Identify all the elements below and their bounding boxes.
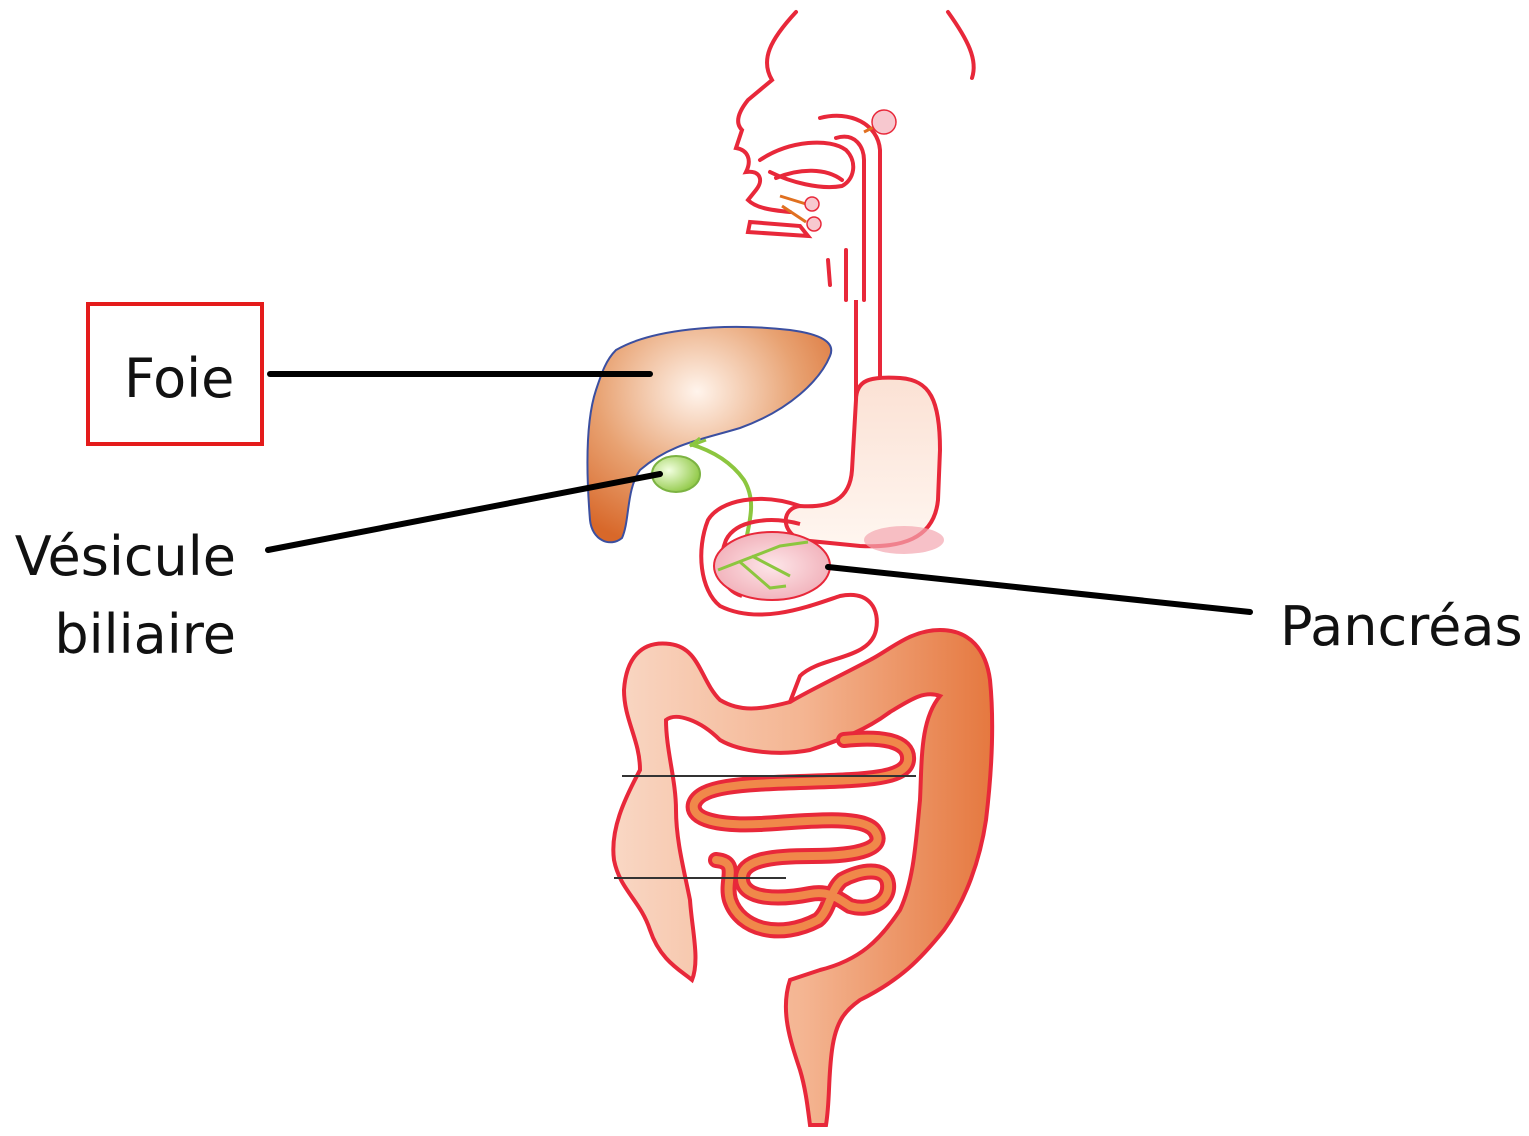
stomach xyxy=(786,378,940,547)
head-outline xyxy=(736,12,974,300)
leader-line-pancreas xyxy=(828,567,1250,612)
spleen xyxy=(864,526,944,554)
pancreas-label: Pancréas xyxy=(1280,588,1523,666)
gallbladder-label-line2: biliaire xyxy=(14,596,236,674)
liver-label: Foie xyxy=(124,340,234,418)
gallbladder-label: Vésicule biliaire xyxy=(14,518,236,674)
gallbladder-label-line1: Vésicule xyxy=(14,518,236,596)
